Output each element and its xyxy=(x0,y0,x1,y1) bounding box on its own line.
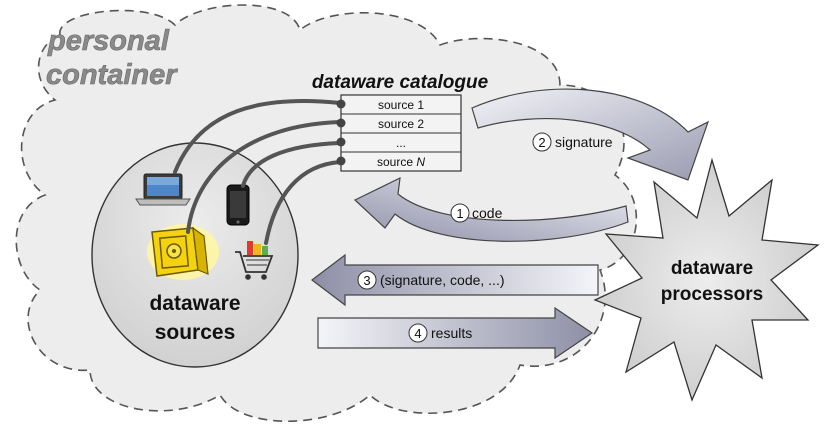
code-arrow xyxy=(353,176,629,242)
container-title-line1: personal xyxy=(47,25,170,57)
processors-label-line1: dataware xyxy=(671,258,753,279)
step-1-badge xyxy=(450,203,470,223)
processors-label-line2: processors xyxy=(661,284,763,305)
step-2-badge xyxy=(532,132,552,152)
phone-icon xyxy=(226,184,250,226)
step-4-label: results xyxy=(431,325,472,341)
connector-cables xyxy=(173,99,342,245)
step-4-number: 4 xyxy=(414,326,421,341)
dataware-processors-star xyxy=(593,157,820,402)
catalogue-table: source 1 source 2 ... source N xyxy=(340,94,462,172)
safe-icon xyxy=(147,224,219,280)
catalogue-row: source 2 xyxy=(378,117,424,131)
laptop-icon xyxy=(135,173,191,206)
cable-phone xyxy=(241,141,342,188)
step-3-number: 3 xyxy=(363,273,370,288)
request-arrow xyxy=(311,253,599,307)
signature-arrow xyxy=(471,88,710,181)
sources-label-line1: dataware xyxy=(149,292,240,315)
shopping-cart-icon xyxy=(235,241,274,280)
step-1-label: code xyxy=(472,205,503,221)
cable-safe xyxy=(186,120,342,234)
catalogue-row: ... xyxy=(396,136,406,150)
step-2-number: 2 xyxy=(538,135,545,150)
catalogue-title: dataware catalogue xyxy=(312,72,489,93)
step-4-badge xyxy=(408,323,428,343)
step-3-badge xyxy=(357,270,377,290)
results-arrow xyxy=(317,306,594,360)
catalogue-row: source 1 xyxy=(378,98,424,112)
step-1-number: 1 xyxy=(456,206,463,221)
connector-dots xyxy=(336,99,346,166)
step-3-label: (signature, code, ...) xyxy=(380,272,505,288)
cable-laptop xyxy=(173,99,342,174)
sources-label-line2: sources xyxy=(155,321,236,344)
step-2-label: signature xyxy=(555,134,613,150)
cable-cart xyxy=(264,160,342,245)
container-title-line2: container xyxy=(46,59,178,91)
catalogue-row-last: source N xyxy=(377,155,425,169)
